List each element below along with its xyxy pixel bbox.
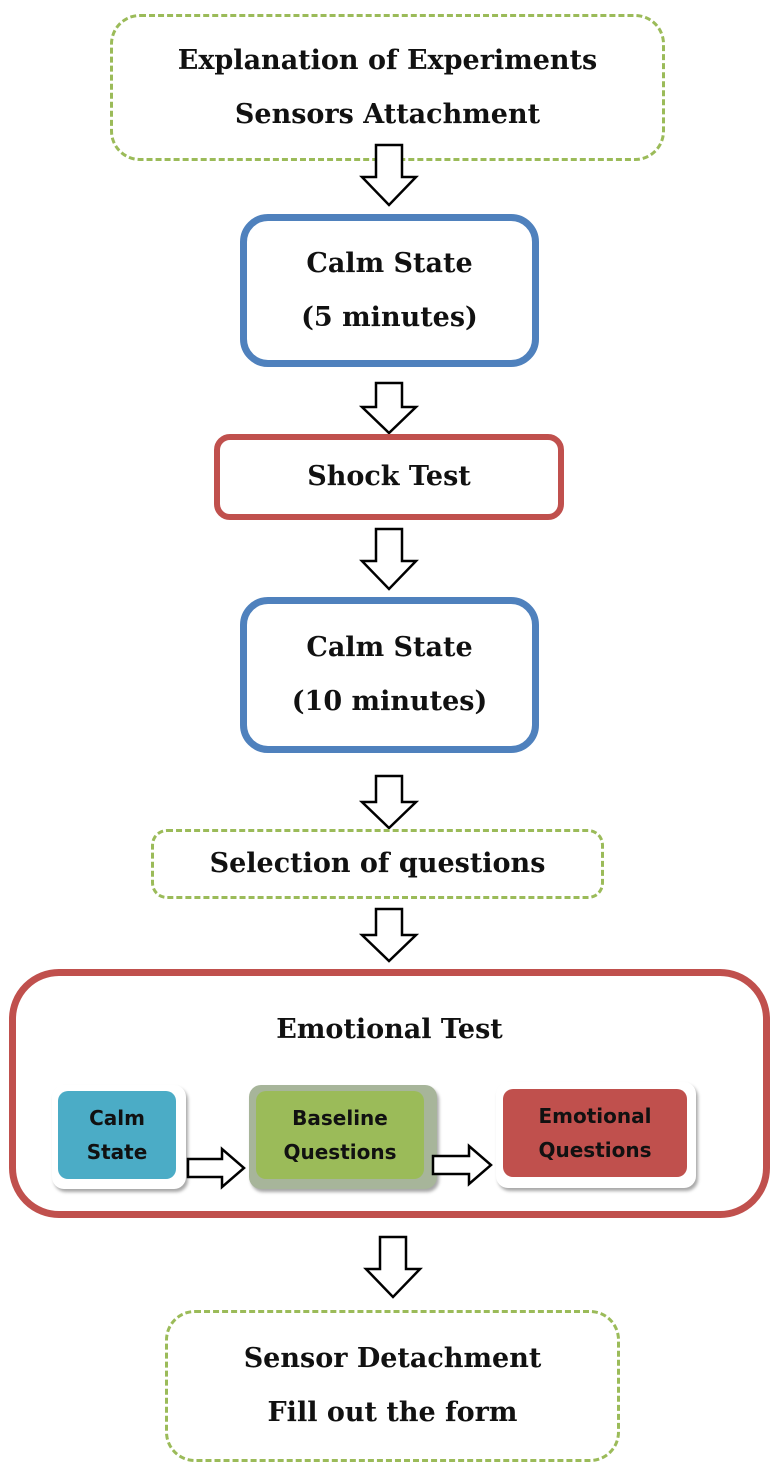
step-explanation-box: Explanation of Experiments Sensors Attac… — [110, 14, 665, 161]
step-explanation-line1: Explanation of Experiments — [177, 44, 598, 76]
substep-baseline-questions-line1: Baseline — [292, 1106, 388, 1130]
substep-calm-state-line2: State — [86, 1140, 148, 1164]
step-shock-test-label: Shock Test — [307, 461, 471, 492]
substep-emotional-questions-line2: Questions — [538, 1138, 652, 1162]
step-sensor-detachment-line2: Fill out the form — [267, 1397, 518, 1428]
substep-emotional-questions-line1: Emotional — [538, 1104, 652, 1128]
down-arrow-icon — [358, 907, 420, 963]
step-selection-of-questions-label: Selection of questions — [209, 848, 546, 879]
down-arrow-icon — [363, 1235, 423, 1299]
substep-calm-state-box: Calm State — [58, 1091, 176, 1179]
down-arrow-icon — [359, 527, 419, 591]
down-arrow-icon — [359, 143, 419, 207]
step-calm-state-5min-box: Calm State (5 minutes) — [240, 214, 539, 367]
right-arrow-icon — [431, 1143, 493, 1187]
down-arrow-icon — [358, 774, 420, 830]
substep-calm-state-line1: Calm — [89, 1106, 145, 1130]
substep-emotional-questions-box: Emotional Questions — [503, 1089, 687, 1177]
step-selection-of-questions-box: Selection of questions — [151, 829, 604, 899]
down-arrow-icon — [358, 381, 420, 435]
step-sensor-detachment-box: Sensor Detachment Fill out the form — [165, 1310, 620, 1462]
step-calm-state-5min-line1: Calm State — [306, 247, 473, 279]
step-sensor-detachment-line1: Sensor Detachment — [243, 1343, 542, 1374]
step-calm-state-10min-box: Calm State (10 minutes) — [240, 597, 539, 753]
step-calm-state-10min-line2: (10 minutes) — [291, 686, 488, 717]
step-calm-state-5min-line2: (5 minutes) — [301, 301, 478, 333]
step-shock-test-box: Shock Test — [214, 434, 564, 520]
substep-baseline-questions-line2: Questions — [283, 1140, 397, 1164]
step-calm-state-10min-line1: Calm State — [306, 632, 473, 663]
right-arrow-icon — [186, 1146, 246, 1190]
substep-baseline-questions-box: Baseline Questions — [256, 1091, 424, 1179]
step-explanation-line2: Sensors Attachment — [234, 98, 541, 130]
step-emotional-test-title: Emotional Test — [276, 1014, 503, 1045]
